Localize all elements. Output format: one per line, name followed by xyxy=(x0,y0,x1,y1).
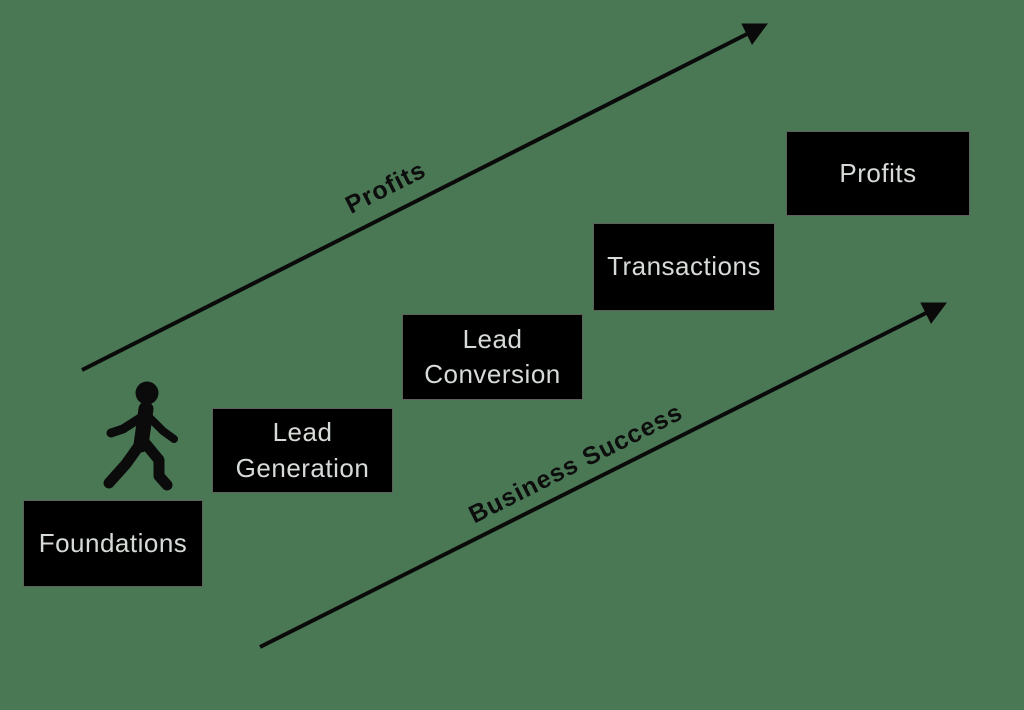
step-box-foundations: Foundations xyxy=(23,500,203,587)
profits-arrow xyxy=(81,23,768,372)
step-box-lead-conversion: Lead Conversion xyxy=(402,314,583,400)
walking-person-icon xyxy=(103,381,178,491)
step-label: Foundations xyxy=(38,527,188,558)
step-box-lead-generation: Lead Generation xyxy=(212,408,393,493)
step-label: Transactions xyxy=(607,251,761,282)
step-label: Lead Conversion xyxy=(424,323,561,389)
step-box-transactions: Transactions xyxy=(593,223,775,311)
step-label: Profits xyxy=(839,157,917,188)
business-success-arrow xyxy=(259,302,948,649)
step-box-profits: Profits xyxy=(786,131,970,216)
step-label: Lead Generation xyxy=(235,417,370,483)
